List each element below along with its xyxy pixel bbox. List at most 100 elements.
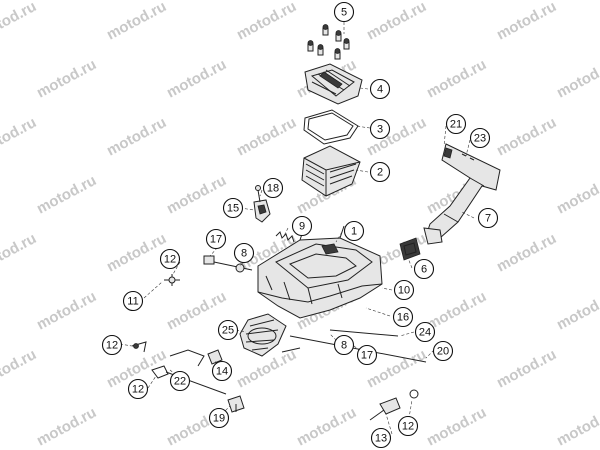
callout-circle [413,258,435,280]
callout-circle [291,215,313,237]
callout-label: 12 [402,421,414,433]
callout-label: 2 [377,167,383,179]
callout-circle [392,306,414,328]
callout-circle [233,242,255,264]
callout-3: 3 [369,118,391,140]
intake-hose-part-7 [423,143,501,245]
callout-label: 7 [485,213,491,225]
callout-circle [211,360,233,382]
callout-label: 6 [421,264,427,276]
callout-13: 13 [370,427,392,449]
callout-12: 12 [101,334,123,356]
watermark-text: motod.ru [0,346,39,392]
callout-label: 22 [174,376,186,388]
callout-circle [469,127,491,149]
callout-19: 19 [208,407,230,429]
callout-circle [222,197,244,219]
callout-12: 12 [397,415,419,437]
callout-24: 24 [414,321,436,343]
filter-cage-part-4 [304,63,363,105]
callout-12: 12 [159,248,181,270]
callout-circle [343,220,365,242]
callout-20: 20 [432,340,454,362]
watermark-text: motod.ru [364,0,429,44]
callout-label: 24 [419,327,431,339]
callout-circle [369,161,391,183]
sensor-part-15-18 [253,185,271,223]
air-filter-part-2 [301,145,361,197]
callout-label: 14 [216,366,228,378]
callout-label: 17 [361,350,373,362]
callout-circle [393,279,415,301]
callout-10: 10 [393,279,415,301]
callout-17: 17 [356,344,378,366]
watermark-text: motod.ru [34,404,99,450]
callout-4: 4 [369,78,391,100]
callout-label: 17 [210,234,222,246]
callout-label: 9 [299,221,305,233]
callout-9: 9 [291,215,313,237]
callout-5: 5 [333,1,355,23]
callout-circle [205,228,227,250]
airbox-housing-part-1 [257,225,383,319]
callout-circle [432,340,454,362]
callout-circle [370,427,392,449]
callout-label: 12 [164,254,176,266]
callout-15: 15 [222,197,244,219]
callout-8: 8 [333,334,355,356]
callout-circle [369,78,391,100]
watermark-text: motod.ru [164,172,229,218]
callout-circle [101,334,123,356]
callout-label: 10 [398,285,410,297]
clip-part-6 [399,237,421,261]
callout-circle [414,321,436,343]
callout-23: 23 [469,127,491,149]
callout-circle [127,378,149,400]
callout-label: 5 [341,7,347,19]
watermark-text: motod.ru [494,230,559,276]
callout-8: 8 [233,242,255,264]
watermark-text: motod.ru [494,114,559,160]
callout-label: 16 [397,312,409,324]
callout-label: 15 [227,203,239,215]
callout-21: 21 [445,113,467,135]
callout-circle [217,319,239,341]
watermark-text: motod.ru [294,404,359,450]
intake-boot-part-25 [239,313,287,357]
callout-12: 12 [127,378,149,400]
callout-circle [333,1,355,23]
watermark-text: motod.ru [234,114,299,160]
callout-label: 25 [222,325,234,337]
callout-label: 8 [241,248,247,260]
callout-14: 14 [211,360,233,382]
callout-label: 12 [132,384,144,396]
watermark-text: motod.ru [424,56,489,102]
callout-label: 21 [450,119,462,131]
callout-circle [262,177,284,199]
callout-18: 18 [262,177,284,199]
callout-22: 22 [169,370,191,392]
watermark-text: motod.ru [554,404,600,450]
callout-2: 2 [369,161,391,183]
bolts-part-5 [307,24,350,60]
seal-ring-part-3 [303,109,359,145]
watermark-text: motod.ru [0,0,39,44]
callout-label: 8 [341,340,347,352]
small-fasteners [131,274,419,421]
watermark-text: motod.ru [104,0,169,44]
callout-16: 16 [392,306,414,328]
callout-1: 1 [343,220,365,242]
watermark-text: motod.ru [424,404,489,450]
watermark-text: motod.ru [494,0,559,44]
callout-circle [333,334,355,356]
watermark-text: motod.ru [424,288,489,334]
callout-label: 1 [351,226,357,238]
callout-label: 20 [437,346,449,358]
callout-label: 13 [375,433,387,445]
callout-circle [159,248,181,270]
watermark-text: motod.ru [104,114,169,160]
watermark-text: motod.ru [554,172,600,218]
callout-circle [169,370,191,392]
